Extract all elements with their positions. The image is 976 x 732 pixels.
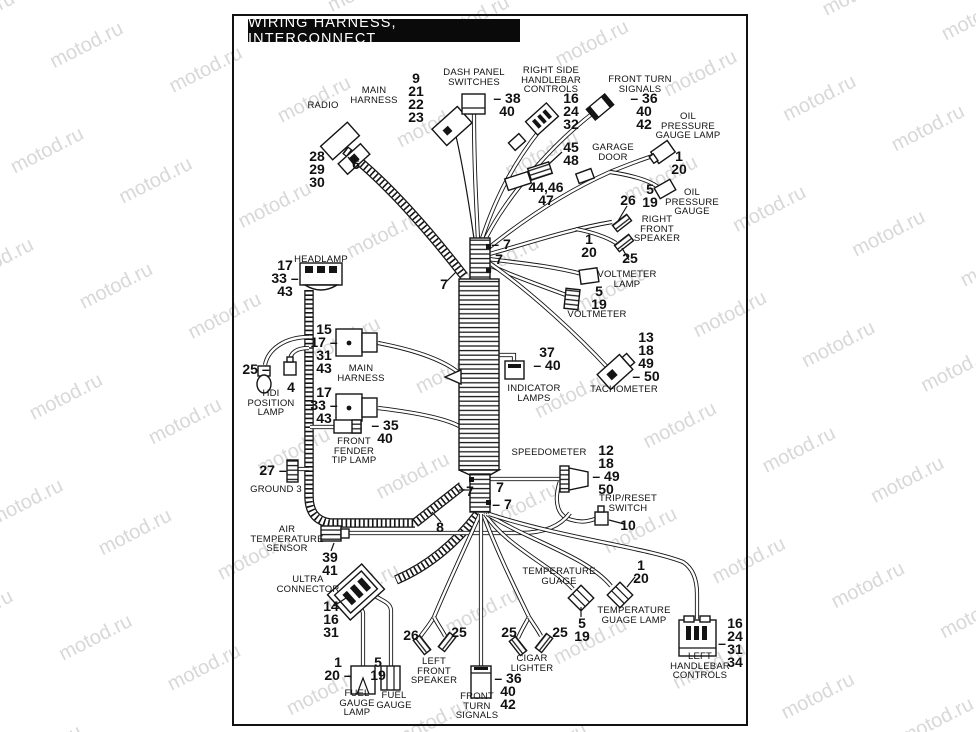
oil-pressure-gauge-connector — [653, 178, 677, 200]
front-fender-tip-lamp-connector — [333, 419, 362, 434]
speedometer-connector — [559, 465, 589, 493]
hdi-position-lamp-connector — [256, 365, 272, 394]
cigar-lighter-bullet — [508, 635, 528, 657]
right-handlebar-connector — [524, 101, 560, 137]
page-title: WIRING HARNESS, INTERCONNECT — [248, 15, 520, 47]
dash-panel-connector — [461, 93, 486, 115]
indicator-lamps-connector — [504, 360, 525, 380]
radio-connector — [319, 121, 361, 161]
temp-gauge-connector — [567, 584, 595, 612]
front-turn-bottom-connector — [470, 665, 492, 699]
voltmeter-connector — [563, 287, 581, 311]
ultra-connector-body — [326, 562, 386, 622]
front-turn-top-connector — [585, 92, 615, 122]
main-harness-mid-connector — [335, 328, 378, 357]
cigar-lighter-bullet — [534, 632, 554, 654]
fuel-gauge-lamp-connector — [350, 665, 376, 695]
right-speaker-bullet — [611, 213, 633, 233]
leader-lines — [330, 151, 636, 617]
left-speaker-bullet — [412, 634, 432, 656]
right-speaker-bullet — [613, 233, 635, 253]
garage-door-connector — [526, 161, 554, 181]
wrapped-cables — [304, 146, 482, 585]
left-speaker-bullet — [437, 631, 457, 653]
trip-reset-connector — [594, 505, 609, 526]
ground-connector — [286, 459, 299, 483]
fuel-gauge-connector — [380, 665, 401, 691]
wires — [262, 108, 700, 668]
page-title-text: WIRING HARNESS, INTERCONNECT — [248, 14, 397, 47]
oil-pressure-lamp-connector — [648, 139, 677, 165]
main-harness-mid-connector — [335, 393, 378, 422]
harness-blocks — [443, 237, 502, 513]
temp-gauge-lamp-connector — [606, 581, 634, 609]
left-handlebar-connector — [678, 615, 717, 657]
air-temp-sensor-connector — [320, 525, 350, 542]
connectors — [256, 92, 717, 699]
headlamp-connector — [299, 262, 343, 291]
tachometer-connector — [596, 352, 636, 391]
voltmeter-lamp-connector — [578, 267, 600, 285]
